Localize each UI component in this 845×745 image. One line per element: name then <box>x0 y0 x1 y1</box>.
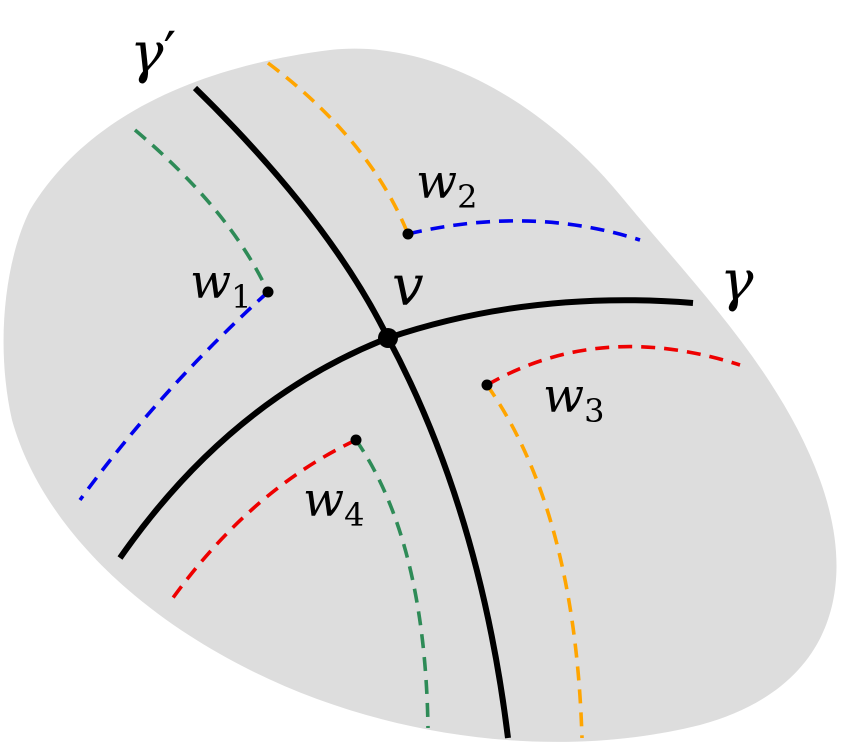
region-blob <box>3 48 837 742</box>
label-w2: w2 <box>416 154 477 216</box>
point-w2 <box>402 228 414 240</box>
label-v: v <box>392 254 424 319</box>
label-gamma: γ <box>720 249 754 314</box>
path-w1-green <box>133 128 270 293</box>
label-w4: w4 <box>303 472 364 534</box>
path-w2-orange <box>266 61 410 235</box>
path-w3-red <box>486 344 741 387</box>
point-w1 <box>262 286 274 298</box>
label-w1: w1 <box>190 254 251 316</box>
path-w4-red <box>168 438 357 604</box>
path-w2-blue <box>407 219 641 242</box>
point-v <box>378 328 398 348</box>
label-w3: w3 <box>543 368 604 430</box>
path-w3-orange <box>485 383 584 739</box>
point-w4 <box>350 434 362 446</box>
label-gamma-prime: γ′ <box>130 21 176 86</box>
path-w4-green <box>354 438 430 729</box>
path-w1-blue <box>78 290 270 502</box>
point-w3 <box>481 379 493 391</box>
